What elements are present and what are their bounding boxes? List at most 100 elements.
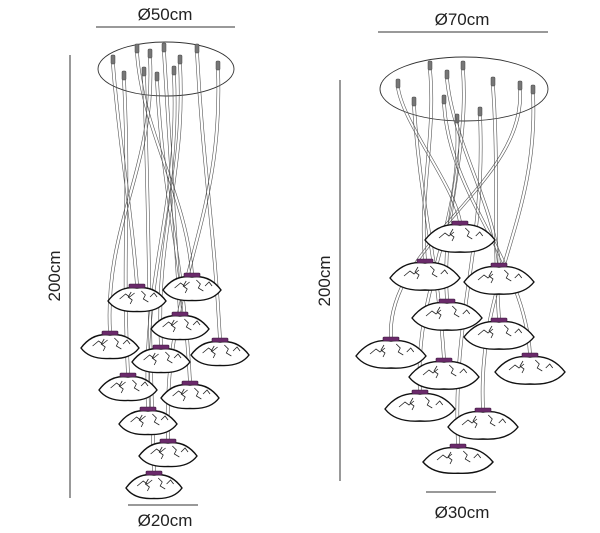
crackle-texture xyxy=(438,231,455,239)
suspension-wire xyxy=(110,57,153,333)
pendant-shade xyxy=(190,337,250,367)
crackle-texture xyxy=(503,269,512,282)
right-suspension-wires xyxy=(389,69,536,446)
crackle-texture xyxy=(157,477,166,490)
crackle-texture xyxy=(92,339,108,347)
shade-collar xyxy=(181,380,199,386)
crackle-texture xyxy=(398,400,415,408)
glass-shade xyxy=(190,340,250,367)
shade-collar xyxy=(171,311,189,317)
suspension-wire xyxy=(107,57,150,333)
crackle-texture xyxy=(151,352,157,366)
shade-collar xyxy=(183,272,201,278)
canopy-connector xyxy=(441,94,447,105)
crackle-texture xyxy=(433,365,439,379)
pendant-shade xyxy=(463,262,535,295)
crackle-texture xyxy=(414,266,420,280)
shade-collar xyxy=(490,317,508,323)
crackle-texture xyxy=(472,415,478,429)
left-pendant-shades xyxy=(80,272,250,500)
pendant-shade xyxy=(98,372,158,402)
pendant-shade xyxy=(411,298,483,331)
crackle-texture xyxy=(459,368,468,374)
canopy-connector xyxy=(177,54,183,65)
pendant-shade xyxy=(494,352,566,385)
shade-collar xyxy=(451,220,469,226)
canopy-connector xyxy=(134,43,140,54)
crackle-texture xyxy=(545,363,554,369)
canopy-connector xyxy=(194,43,200,54)
glass-shade xyxy=(494,355,566,385)
crackle-texture xyxy=(461,418,478,426)
crackle-texture xyxy=(473,453,482,459)
pendant-shade xyxy=(131,344,191,374)
suspension-wire xyxy=(168,69,221,441)
crackle-texture xyxy=(162,320,178,328)
crackle-texture xyxy=(406,347,415,353)
left-canopy xyxy=(97,41,235,97)
canopy-connector xyxy=(161,42,167,53)
crackle-texture xyxy=(160,415,169,421)
crackle-texture xyxy=(140,381,149,387)
shade-collar xyxy=(490,262,508,268)
pendant-shade xyxy=(447,407,519,440)
pendant-shade xyxy=(138,438,198,468)
crackle-texture xyxy=(174,281,190,289)
suspension-wire xyxy=(138,52,194,275)
crackle-texture xyxy=(138,414,144,428)
crackle-texture xyxy=(514,273,523,279)
shade-collar xyxy=(416,258,434,264)
canopy-connector xyxy=(460,60,466,71)
glass-shade xyxy=(422,446,494,475)
suspension-wire xyxy=(122,79,127,375)
shade-collar xyxy=(128,283,146,289)
canopy-connector xyxy=(215,60,221,71)
crackle-texture xyxy=(158,446,164,460)
pendant-shade xyxy=(355,336,427,369)
shade-collar xyxy=(435,357,453,363)
canopy-connector xyxy=(147,48,153,59)
canopy-connector xyxy=(444,69,450,80)
suspension-wire xyxy=(389,89,519,339)
pendant-shade xyxy=(107,283,167,313)
glass-shade xyxy=(463,265,535,295)
crackle-texture xyxy=(196,279,204,292)
crackle-texture xyxy=(132,379,140,392)
glass-shade xyxy=(160,383,220,410)
suspension-wire xyxy=(417,122,457,392)
left-height-label: 200cm xyxy=(45,250,64,301)
canopy-connector xyxy=(454,113,460,124)
suspension-wire xyxy=(392,89,522,339)
right-height-label: 200cm xyxy=(315,255,334,306)
suspension-wire xyxy=(125,79,130,375)
glass-shade xyxy=(447,410,519,440)
crackle-texture xyxy=(475,231,484,237)
crackle-texture xyxy=(180,447,189,453)
crackle-texture xyxy=(451,305,460,318)
glass-shade xyxy=(80,333,140,360)
crackle-texture xyxy=(170,319,176,333)
crackle-texture xyxy=(449,228,455,242)
pendant-shade xyxy=(389,258,461,291)
crackle-texture xyxy=(435,400,444,406)
crackle-texture xyxy=(498,418,507,424)
right-fixture: Ø70cm 200cm Ø30cm xyxy=(315,10,566,522)
glass-shade xyxy=(463,320,535,350)
crackle-texture xyxy=(110,381,126,389)
glass-shade xyxy=(118,409,178,436)
right-canopy-connectors xyxy=(395,60,536,124)
glass-shade xyxy=(98,375,158,402)
shade-collar xyxy=(101,330,119,336)
crackle-texture xyxy=(462,450,471,463)
pendant-shade xyxy=(80,330,140,360)
crackle-texture xyxy=(436,453,453,461)
canopy-connector xyxy=(477,106,483,117)
left-shade-diameter-label: Ø20cm xyxy=(138,511,193,530)
crackle-texture xyxy=(424,396,433,409)
crackle-texture xyxy=(143,353,159,361)
crackle-texture xyxy=(149,292,158,298)
crackle-texture xyxy=(380,344,386,358)
crackle-texture xyxy=(508,363,525,371)
crackle-texture xyxy=(122,339,131,345)
